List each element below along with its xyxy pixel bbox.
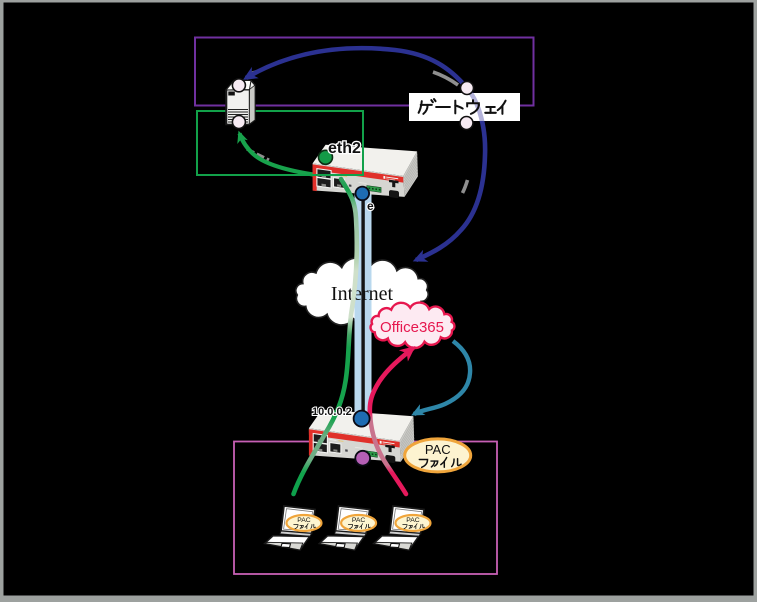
svg-text:10.0.0.2: 10.0.0.2 <box>312 406 352 418</box>
svg-text:eth2: eth2 <box>328 140 361 157</box>
svg-text:PAC: PAC <box>425 442 451 457</box>
svg-text:Internet: Internet <box>331 283 394 305</box>
svg-text:Office365: Office365 <box>380 319 444 336</box>
svg-text:e: e <box>367 199 374 213</box>
